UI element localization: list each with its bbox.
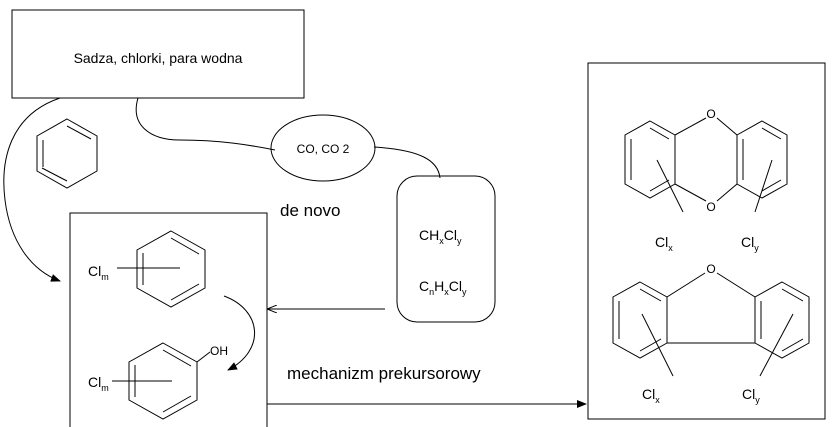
source-to-co-connector bbox=[135, 97, 276, 151]
chcl-formula-1: CHxCly bbox=[419, 227, 462, 246]
furan-cly-label: Cly bbox=[742, 386, 760, 405]
precursor-mechanism-label: mechanizm prekursorowy bbox=[287, 364, 481, 383]
dioxin-cly-label: Cly bbox=[741, 234, 759, 253]
source-box: Sadza, chlorki, para wodna bbox=[11, 9, 305, 99]
furan-oxygen: O bbox=[706, 262, 715, 276]
benzene-ring bbox=[36, 118, 98, 189]
chcl-formula-2: CnHxCly bbox=[419, 278, 467, 297]
co-ellipse: CO, CO 2 bbox=[270, 114, 376, 182]
de-novo-label: de novo bbox=[280, 201, 341, 220]
furan-clx-label: Clx bbox=[642, 386, 660, 405]
co-ellipse-label: CO, CO 2 bbox=[297, 142, 350, 156]
chlorophenol-cl-label: Clm bbox=[88, 374, 109, 393]
dioxin-oxygen-bottom: O bbox=[706, 200, 715, 214]
aromatics-box bbox=[69, 212, 268, 427]
dioxin-clx-label: Clx bbox=[655, 234, 673, 253]
chlorobenzene: Clm bbox=[88, 230, 206, 308]
dibenzofuran: O Clx Cly bbox=[612, 262, 810, 405]
chlorohydrocarbon-box: CHxCly CnHxCly bbox=[396, 175, 496, 323]
benzene-to-phenol-arrow bbox=[223, 295, 255, 371]
dioxin-oxygen-top: O bbox=[706, 107, 715, 121]
products-box bbox=[587, 62, 826, 420]
source-box-label: Sadza, chlorki, para wodna bbox=[74, 50, 243, 66]
chlorophenol: OH Clm bbox=[88, 342, 228, 420]
dibenzodioxin: O O Clx Cly bbox=[624, 107, 788, 253]
chlorobenzene-cl-label: Clm bbox=[88, 263, 109, 282]
phenol-oh-label: OH bbox=[210, 344, 228, 358]
source-to-aromatics-arrow bbox=[3, 97, 61, 282]
co-to-chcl-connector bbox=[373, 146, 441, 179]
